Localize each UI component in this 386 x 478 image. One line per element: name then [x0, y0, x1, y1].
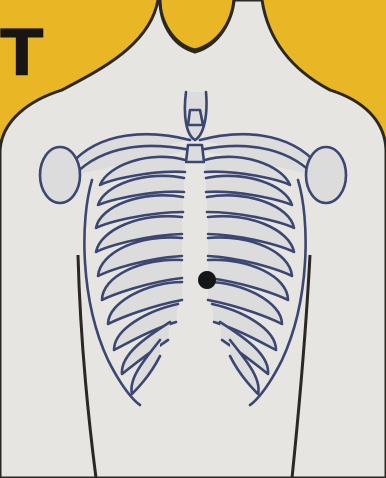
right-shoulder-joint	[306, 147, 346, 203]
left-shoulder-joint	[40, 147, 80, 203]
sternum-point-marker	[198, 271, 216, 289]
panel-label: T	[0, 22, 44, 86]
manubrium-inner	[188, 110, 203, 125]
sternum	[186, 145, 204, 162]
